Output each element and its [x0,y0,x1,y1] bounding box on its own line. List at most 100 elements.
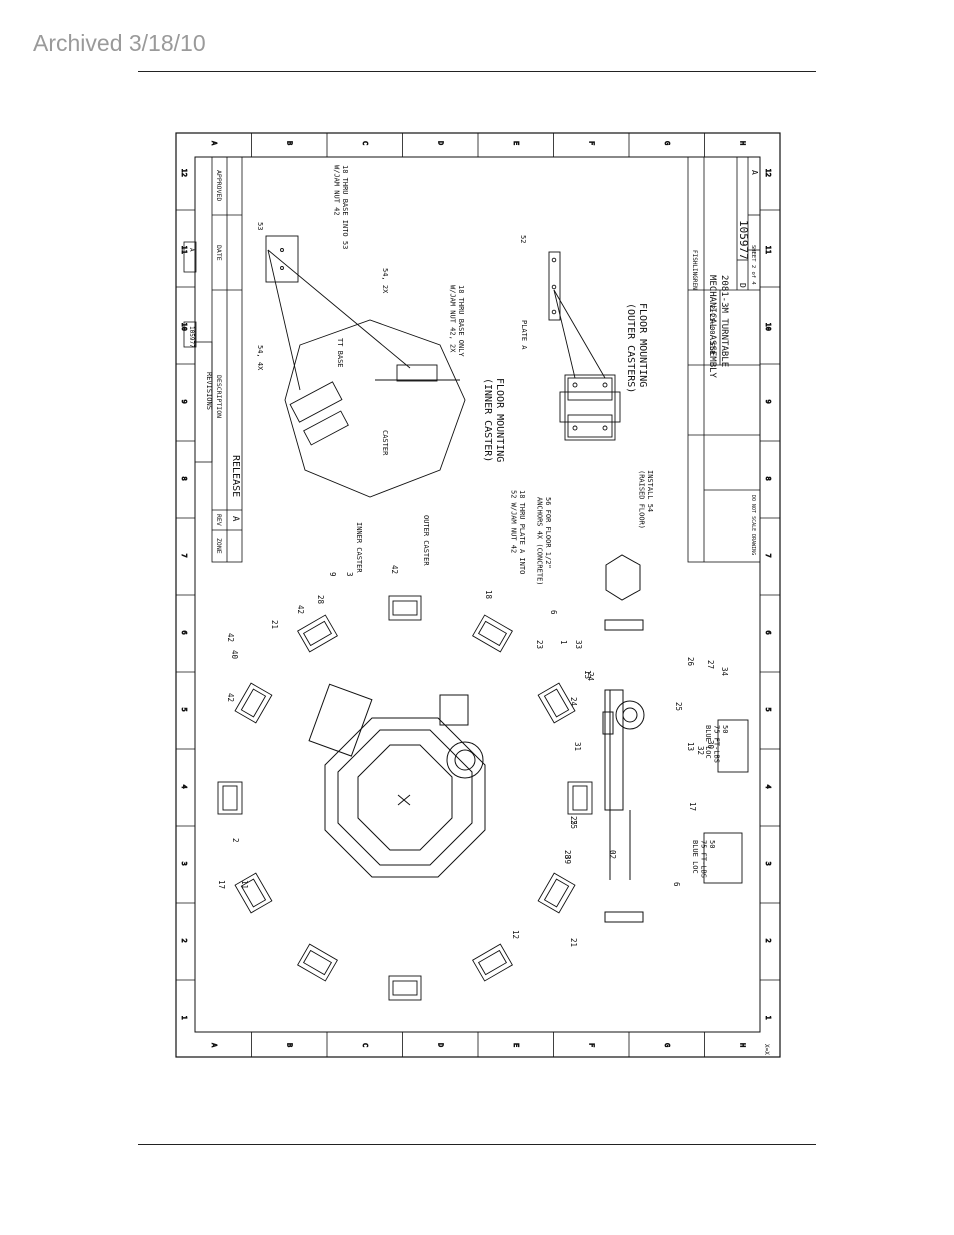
callout-34: 34 [720,667,729,677]
zone-letter-H-bottom: H [738,1043,746,1047]
zone-number-2-right: 2 [764,939,772,943]
callout-21: 21 [569,938,578,947]
callout-13: 13 [583,670,592,679]
callout-28: 28 [563,850,572,860]
caster-pad [297,614,338,653]
label-install-54: INSTALL 54(RAISED FLOOR) [638,470,654,529]
callout-42: 42 [390,565,399,574]
zone-number-8-left: 8 [180,477,188,481]
label-54-4x: 54, 4X [256,345,264,371]
rev-header-approved: APPROVED [215,170,223,201]
callout-2: 2 [231,838,240,843]
zone-letter-A-bottom: A [210,1043,218,1048]
label-torque-1: 5075 FT-LBSBLUE LOC [691,840,716,878]
outer-caster-detail [553,289,621,441]
caster-pad [537,872,576,914]
plate-53 [265,235,299,283]
caster-pad [217,781,243,815]
rev-header-zone: ZONE [215,538,223,554]
zone-number-11-right: 11 [764,246,772,254]
callout-40: 40 [230,650,239,660]
zone-number-9-right: 9 [764,400,772,404]
rev-dwg-no: 105977 [188,326,195,348]
callout-9: 9 [328,572,337,577]
top-rule [138,71,816,72]
sheet-outer-border [175,132,781,1058]
rev-row-rev: A [230,516,240,522]
torque-box-1 [703,832,743,884]
label-thru-plate-a: 18 THRU PLATE A INTO52 W/JAM NUT 42 [510,490,526,574]
zone-number-4-right: 4 [764,785,772,789]
title-rev: A [750,170,759,175]
zone-letter-H-top: H [738,141,746,145]
callout-13: 13 [686,742,695,751]
zone-letter-E-bottom: E [512,1043,520,1047]
callout-17: 17 [217,880,226,889]
label-floor-mount-outer: FLOOR MOUNTING(OUTER CASTERS) [625,303,648,393]
zone-letter-A-top: A [210,141,218,146]
torque-box-2 [717,719,749,773]
zone-letter-E-top: E [512,141,520,145]
zone-number-1-left: 1 [180,1016,188,1020]
caster-pad [567,781,593,815]
callout-26: 26 [686,657,695,667]
revisions-title: REVISIONS [205,372,213,410]
caster-pad [472,943,513,982]
callout-6: 6 [549,610,558,615]
rev-row-description: RELEASE [230,455,241,497]
callout-18: 18 [484,590,493,600]
title-drawn: EGR [708,342,716,355]
label-plate-a: PLATE A [520,320,528,350]
bottom-rule [138,1144,816,1145]
callout-23: 23 [535,640,544,649]
caster-pads [217,595,593,1001]
caster-pad [388,595,422,621]
caster-pad [234,682,273,724]
zone-number-8-right: 8 [764,477,772,481]
callout-31: 31 [573,742,582,751]
callout-3: 3 [345,572,354,577]
callout-42: 42 [296,605,305,614]
plate-52 [548,251,561,321]
callout-25: 25 [569,816,578,825]
zone-letter-G-bottom: G [663,1043,671,1047]
zone-number-1-right: 1 [764,1016,772,1020]
callout-39: 39 [563,855,572,864]
zone-number-7-left: 7 [180,554,188,558]
rev-header-description: DESCRIPTION [215,375,223,418]
caster-pad [537,682,576,724]
caster-pad [297,943,338,982]
callout-12: 12 [511,930,520,939]
rev-header-date: DATE [215,245,223,261]
zone-letter-F-bottom: F [587,1043,595,1047]
zone-letter-F-top: F [587,141,595,145]
rev-header-rev: REV [215,514,223,526]
callout-21: 21 [270,620,279,629]
zone-letter-B-bottom: B [285,1043,293,1047]
zone-letter-B-top: B [285,141,293,145]
title-no-scale: DO NOT SCALE DRAWING [750,495,756,555]
side-view [602,554,645,923]
label-thru-base-53: 18 THRU BASE INTO 53W/JAM NUT 42 [333,165,349,249]
zone-number-2-left: 2 [180,939,188,943]
inner-caster-detail [267,249,466,498]
callout-27: 27 [706,660,715,669]
zone-number-12-right: 12 [764,169,772,177]
callout-17: 17 [688,802,697,811]
title-block [687,156,761,563]
label-floor-concrete: 56 FOR FLOOR 1/2"ANCHORS 4X (CONCRETE) [536,497,552,586]
callout-6: 6 [672,882,681,887]
callout-02: 02 [608,850,617,859]
label-thru-base-only: 18 THRU BASE ONLYW/JAM NUT 42, 2X [449,285,465,357]
label-outer-caster: OUTER CASTER [422,515,430,566]
zone-number-9-left: 9 [180,400,188,404]
zone-number-6-left: 6 [180,631,188,635]
label-52: 52 [519,235,527,243]
title-date: 2-25-00 [708,305,716,335]
callout-30: 30 [706,740,715,750]
title-line1: MECHANICAL ASSEMBLY [707,275,717,379]
callout-1: 1 [559,640,568,645]
title-size: D [738,283,747,288]
